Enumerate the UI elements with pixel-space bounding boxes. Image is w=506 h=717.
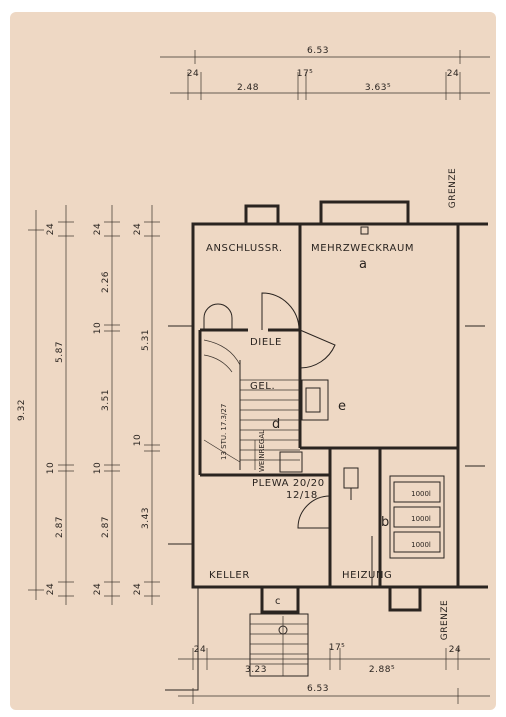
room-anschluss: ANSCHLUSSR. xyxy=(206,243,283,254)
dim-left-inner-a: 5.31 xyxy=(141,329,151,351)
tank-2-label: 1000l xyxy=(411,515,431,523)
tag-b: b xyxy=(381,515,389,530)
dim-bottom-right-wall: 24 xyxy=(449,645,461,655)
paper-sheet xyxy=(10,12,496,710)
dim-left-total: 9.32 xyxy=(17,399,27,421)
dim-left-outer-bottom-wall: 24 xyxy=(46,583,56,595)
tag-c: c xyxy=(275,596,281,607)
room-mehrzweck: MEHRZWECKRAUM xyxy=(311,243,414,254)
plewa-label-2: 12/18 xyxy=(286,490,318,501)
room-keller: KELLER xyxy=(209,570,250,581)
dim-bottom-mid-wall: 17⁵ xyxy=(329,643,346,653)
plewa-label-1: PLEWA 20/20 xyxy=(252,478,325,489)
building-walls xyxy=(165,200,488,691)
dim-left-inner-b: 3.43 xyxy=(141,507,151,529)
dim-left-mid-c: 2.87 xyxy=(101,516,111,538)
tag-d: d xyxy=(272,417,280,432)
dim-left-mid-w1: 10 xyxy=(93,322,103,334)
dim-bottom-total: 6.53 xyxy=(307,684,329,694)
tag-e: e xyxy=(338,399,346,414)
stair-note: 13 STU. 17.3/27 xyxy=(220,404,228,460)
room-gel: GEL. xyxy=(250,381,275,392)
dim-left-outer-lower: 2.87 xyxy=(55,516,65,538)
door-swings xyxy=(203,292,373,587)
tank-3-label: 1000l xyxy=(411,541,431,549)
dim-bottom-left-wall: 24 xyxy=(194,645,206,655)
dim-left-mid-top-wall: 24 xyxy=(93,223,103,235)
dim-bottom-left-span: 3.23 xyxy=(245,665,267,675)
dim-left-mid-bottom-wall: 24 xyxy=(93,583,103,595)
dim-left-mid-w2: 10 xyxy=(93,462,103,474)
dim-top-left-wall: 24 xyxy=(187,69,199,79)
dim-left-mid-a: 2.26 xyxy=(101,271,111,293)
dim-left-outer-top-wall: 24 xyxy=(46,223,56,235)
dim-left-mid-b: 3.51 xyxy=(101,389,111,411)
dim-top-total: 6.53 xyxy=(307,46,329,56)
weinregal-label: WEINREGAL xyxy=(258,430,266,472)
boundary-label-bottom: GRENZE xyxy=(440,600,450,641)
room-diele: DIELE xyxy=(250,337,282,348)
room-heizung: HEIZUNG xyxy=(342,570,392,581)
boundary-label-top: GRENZE xyxy=(448,168,458,209)
dim-left-inner-w: 10 xyxy=(133,434,143,446)
dim-left-inner-bottom-wall: 24 xyxy=(133,583,143,595)
bottom-dimension-chain xyxy=(178,648,490,704)
top-dimension-chain xyxy=(160,50,490,100)
dim-left-outer-upper: 5.87 xyxy=(55,341,65,363)
dim-top-right-span: 3.63⁵ xyxy=(365,83,391,93)
left-dimension-chains xyxy=(28,205,160,605)
dim-top-right-wall: 24 xyxy=(447,69,459,79)
dim-top-left-span: 2.48 xyxy=(237,83,259,93)
dim-left-inner-top-wall: 24 xyxy=(133,223,143,235)
tank-1-label: 1000l xyxy=(411,490,431,498)
dim-top-mid-wall: 17⁵ xyxy=(297,69,314,79)
oil-tanks xyxy=(389,475,445,559)
dim-left-outer-mid-wall: 10 xyxy=(46,462,56,474)
dim-bottom-right-span: 2.88⁵ xyxy=(369,665,395,675)
staircase xyxy=(203,339,300,470)
room-mehrzweck-tag: a xyxy=(359,257,367,272)
